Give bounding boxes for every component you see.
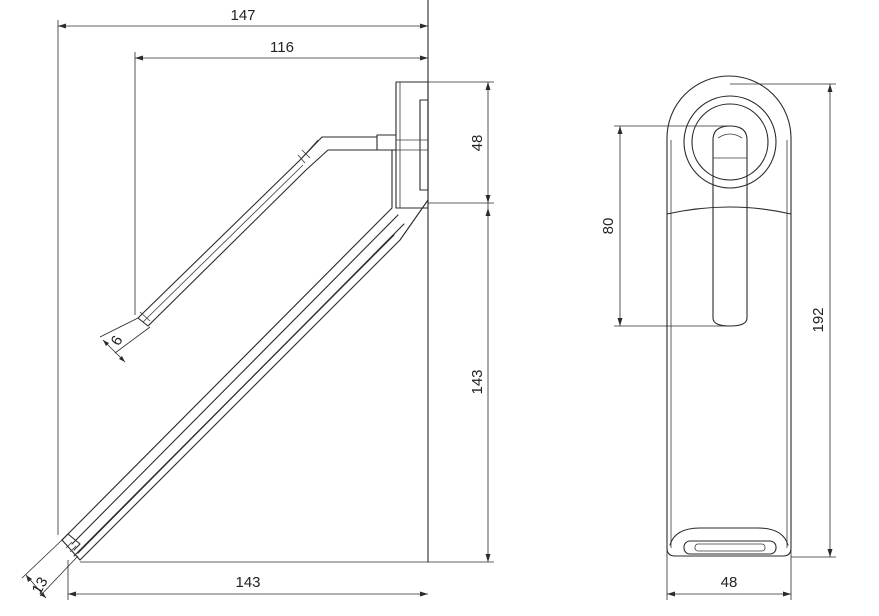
dimension-overall-projection: 147: [57, 7, 428, 535]
upper-arm: [137, 134, 397, 327]
front-mount-ring-inner: [691, 103, 769, 181]
front-plate-outline: [666, 75, 792, 557]
wall-base-plate: [395, 81, 429, 209]
dimension-upper-arm-diameter: 6: [99, 317, 151, 363]
dimension-front-arm-height-value: 80: [600, 218, 617, 235]
side-view: 147 116 48 143: [21, 0, 494, 600]
front-mount-ring-outer: [683, 95, 777, 189]
dimension-lower-arm-rise: 143: [80, 203, 494, 563]
front-arm: [712, 125, 748, 327]
dimension-overall-projection-value: 147: [230, 7, 255, 24]
front-view: 80 192 48: [600, 75, 836, 600]
dimension-lower-arm-diameter: 13: [21, 539, 79, 599]
dimension-front-width-value: 48: [721, 574, 738, 591]
dimension-lower-arm-projection-value: 143: [235, 574, 260, 591]
lower-arm: [61, 149, 429, 561]
dimension-base-height: 48: [428, 81, 494, 204]
dimension-upper-arm-projection-value: 116: [270, 39, 294, 56]
front-bottom-detail: [669, 527, 789, 555]
dimension-front-total-height-value: 192: [810, 307, 827, 332]
dimension-lower-arm-rise-value: 143: [469, 369, 486, 394]
dimension-front-width: 48: [666, 548, 792, 600]
dimension-front-arm-height: 80: [600, 125, 730, 327]
dimension-upper-arm-projection: 116: [134, 39, 428, 315]
dimension-lower-arm-diameter-value: 13: [29, 574, 52, 597]
dimension-upper-arm-diameter-value: 6: [108, 333, 127, 349]
dimension-base-height-value: 48: [469, 135, 486, 152]
dimension-front-total-height: 192: [730, 83, 836, 558]
dimension-lower-arm-projection: 143: [67, 560, 428, 600]
